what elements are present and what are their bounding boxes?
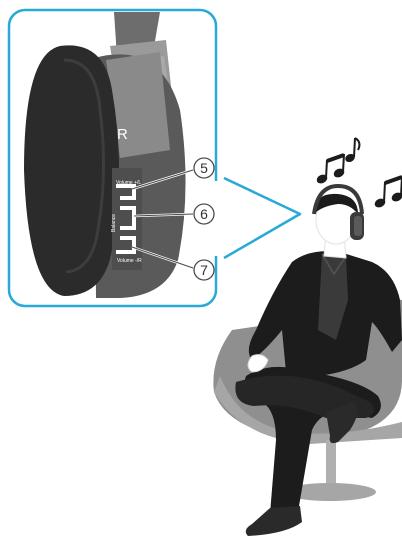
hand <box>247 354 269 373</box>
headphones <box>312 183 364 215</box>
control-label-balance: Balance <box>111 214 117 232</box>
callout-number: 5 <box>200 160 208 176</box>
earcup-inset: R Volume +/L Balance Volume -/R 5 6 <box>7 8 302 308</box>
callout-6: 6 <box>193 203 215 225</box>
callout-number: 7 <box>200 262 208 278</box>
hair <box>314 193 358 214</box>
control-label-volume-up: Volume +/L <box>116 180 141 186</box>
person-illustration <box>213 183 402 536</box>
inset-connector <box>223 176 302 260</box>
volume-down-button <box>116 236 136 254</box>
right-shoe <box>326 402 358 444</box>
balance-button <box>120 206 136 230</box>
left-shoe <box>245 506 302 536</box>
volume-up-button <box>116 184 136 200</box>
callout-number: 6 <box>200 206 208 222</box>
callout-5: 5 <box>193 157 215 179</box>
shirt <box>318 254 348 340</box>
callout-7: 7 <box>193 259 215 281</box>
control-label-volume-down: Volume -/R <box>117 258 142 264</box>
ear-pad <box>24 45 119 296</box>
earcup-side-label: R <box>117 126 128 143</box>
